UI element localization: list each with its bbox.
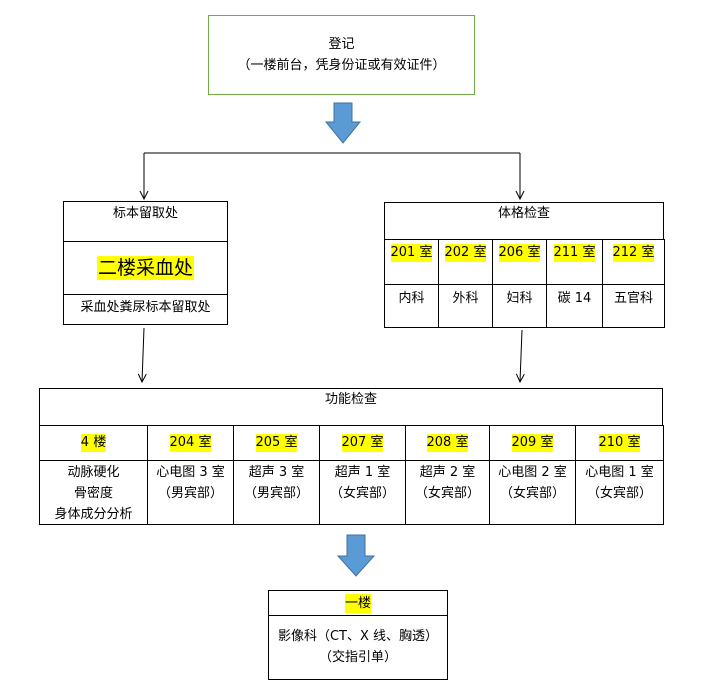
functional-exam-room: 209 室 [511, 434, 554, 452]
functional-exam-item-cell: 超声 1 室 （女宾部） [319, 460, 406, 525]
functional-exam-item-line: 动脉硬化 [67, 465, 120, 480]
physical-exam-dept: 碳 14 [557, 291, 592, 306]
functional-exam-item-cell: 心电图 2 室 （女宾部） [489, 460, 576, 525]
specimen-location-row: 二楼采血处 [64, 242, 227, 294]
functional-exam-item-cell: 超声 2 室 （女宾部） [405, 460, 490, 525]
functional-exam-item-line: （女宾部） [329, 486, 395, 501]
register-title: 登记 [328, 37, 355, 52]
functional-exam-room-cell: 205 室 [233, 425, 320, 461]
physical-exam-room-cell: 211 室 [546, 239, 603, 285]
functional-exam-item-line: 身体成分分析 [54, 507, 133, 522]
functional-exam-item-line: 超声 2 室 [419, 465, 476, 480]
functional-exam-item-cell: 心电图 1 室 （女宾部） [575, 460, 664, 525]
functional-exam-room: 4 楼 [80, 434, 107, 452]
functional-exam-room: 207 室 [341, 434, 384, 452]
functional-exam-table: 功能检查 4 楼动脉硬化骨密度身体成分分析 204 室心电图 3 室 （男宾部） 20… [39, 388, 664, 525]
functional-exam-item-line: （男宾部） [157, 486, 223, 501]
first-floor-header: 一楼 [344, 593, 371, 613]
physical-exam-dept-cell: 碳 14 [546, 284, 603, 328]
specimen-location: 二楼采血处 [96, 256, 194, 280]
functional-exam-item-cell: 超声 3 室 （男宾部） [233, 460, 320, 525]
functional-exam-item-line: 心电图 2 室 [498, 465, 567, 480]
functional-exam-item-line: （女宾部） [499, 486, 565, 501]
functional-exam-item-line: （女宾部） [414, 486, 480, 501]
physical-exam-dept-cell: 妇科 [492, 284, 547, 328]
functional-exam-room: 210 室 [598, 434, 641, 452]
functional-exam-room-cell: 208 室 [405, 425, 490, 461]
physical-exam-dept-cell: 五官科 [602, 284, 665, 328]
functional-exam-room: 204 室 [169, 434, 212, 452]
first-floor-line2: （交指引单） [318, 649, 397, 665]
physical-exam-room-cell: 202 室 [438, 239, 493, 285]
first-floor-header-row: 一楼 [269, 591, 447, 615]
functional-exam-item-line: 骨密度 [73, 486, 113, 501]
physical-exam-room-cell: 212 室 [602, 239, 665, 285]
specimen-header: 标本留取处 [112, 205, 178, 221]
functional-exam-item-line: 心电图 1 室 [585, 465, 654, 480]
functional-exam-room: 208 室 [426, 434, 469, 452]
physical-exam-dept-cell: 外科 [438, 284, 493, 328]
physical-exam-room: 206 室 [498, 244, 541, 262]
physical-exam-room: 202 室 [444, 244, 487, 262]
physical-exam-room-cell: 206 室 [492, 239, 547, 285]
physical-exam-room: 212 室 [612, 244, 655, 262]
first-floor-line1: 影像科（CT、X 线、胸透） [277, 628, 439, 644]
functional-exam-item-cell: 心电图 3 室 （男宾部） [147, 460, 234, 525]
functional-exam-item-cell: 动脉硬化骨密度身体成分分析 [39, 460, 148, 525]
specimen-footer: 采血处粪尿标本留取处 [80, 299, 211, 315]
physical-exam-dept: 妇科 [506, 291, 533, 306]
specimen-box: 标本留取处 二楼采血处 采血处粪尿标本留取处 [63, 201, 228, 325]
register-note: （一楼前台，凭身份证或有效证件） [237, 58, 446, 73]
physical-exam-room-cell: 201 室 [384, 239, 439, 285]
specimen-to-functional-line [142, 327, 144, 382]
first-floor-box: 一楼 影像科（CT、X 线、胸透） （交指引单） [268, 590, 448, 680]
functional-exam-room-cell: 207 室 [319, 425, 406, 461]
specimen-divider-1 [64, 241, 227, 242]
down-arrow-1 [324, 102, 362, 144]
physical-exam-dept: 外科 [452, 291, 479, 306]
functional-exam-room-cell: 209 室 [489, 425, 576, 461]
functional-exam-item-line: 超声 3 室 [248, 465, 305, 480]
functional-exam-room-cell: 210 室 [575, 425, 664, 461]
functional-exam-room: 205 室 [255, 434, 298, 452]
physical-exam-header: 体格检查 [384, 202, 664, 240]
physical-to-functional-line [520, 329, 522, 382]
specimen-divider-2 [64, 294, 227, 295]
first-floor-divider [269, 615, 447, 616]
functional-exam-item-line: 超声 1 室 [334, 465, 391, 480]
physical-exam-room: 201 室 [390, 244, 433, 262]
register-box: 登记 （一楼前台，凭身份证或有效证件） [208, 15, 475, 95]
functional-exam-item-line: 心电图 3 室 [156, 465, 225, 480]
physical-exam-dept: 内科 [398, 291, 425, 306]
functional-exam-item-line: （男宾部） [243, 486, 309, 501]
functional-exam-header: 功能检查 [39, 388, 663, 426]
down-arrow-2 [336, 534, 376, 577]
physical-exam-room: 211 室 [553, 244, 596, 262]
physical-exam-dept: 五官科 [613, 291, 653, 306]
functional-exam-room-cell: 204 室 [147, 425, 234, 461]
functional-exam-room-cell: 4 楼 [39, 425, 148, 461]
physical-exam-dept-cell: 内科 [384, 284, 439, 328]
physical-exam-table: 体格检查 201 室内科 202 室外科 206 室妇科 211 室碳 14 212 室… [384, 202, 665, 328]
functional-exam-item-line: （女宾部） [586, 486, 652, 501]
